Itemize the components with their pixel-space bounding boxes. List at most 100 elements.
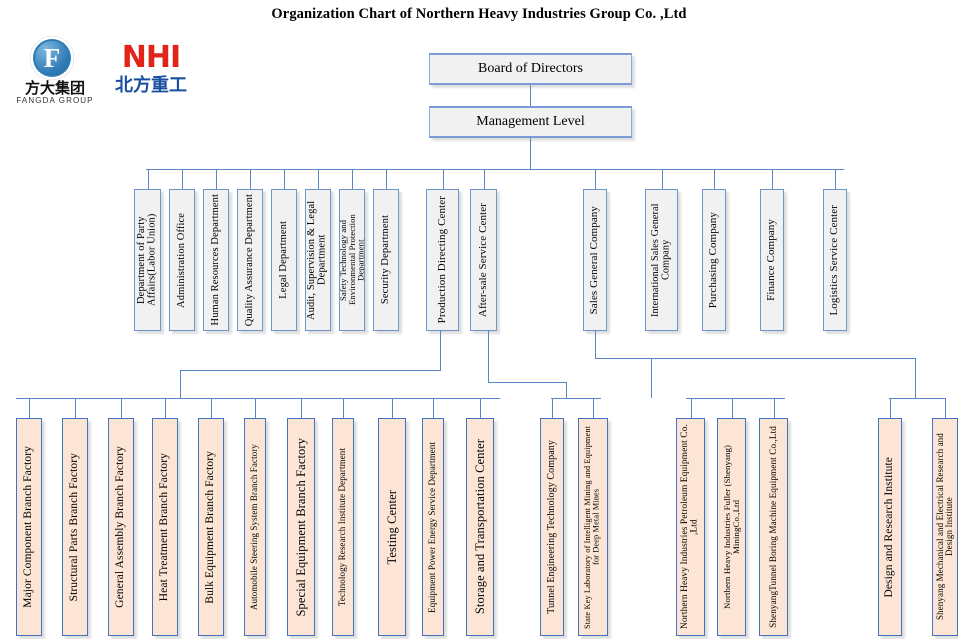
node-production-unit[interactable]: General Assembly Branch Factory [108,418,134,636]
fangda-mark-letter: F [43,43,61,73]
node-label: Tunnel Engineering Technology Company [545,440,557,614]
connector-management-stem [530,138,531,169]
node-label: Structural Parts Branch Factory [68,452,81,602]
node-business-unit[interactable]: Logistics Service Center [823,189,847,331]
connector-production-left [180,370,441,371]
node-label: Shenyang Mechanical and Electrical Resea… [934,433,954,621]
node-business-unit[interactable]: Purchasing Company [702,189,726,331]
connector-subsidiaries-left-bus [551,398,601,399]
fangda-english-name: FANGDA GROUP [16,96,94,105]
connector-stub [552,398,553,418]
nhi-chinese-name: 北方重工 [115,75,187,96]
node-label: Bulk Equipment Branch Factory [204,450,217,604]
connector-stub [835,169,836,189]
node-functional-department[interactable]: Production Directing Center [426,189,459,331]
fangda-circle-icon [30,36,74,80]
node-production-unit[interactable]: Special Equipment Branch Factory [287,418,315,636]
connector-stub [945,398,946,418]
node-subsidiary[interactable]: State Key Laboratory of Intelligent Mini… [578,418,608,636]
node-functional-department[interactable]: Security Department [373,189,399,331]
node-subsidiary[interactable]: Northern Heavy Industries Fuller (Shenya… [717,418,746,636]
node-research-institute[interactable]: Shenyang Mechanical and Electrical Resea… [932,418,958,636]
node-label: Security Department [379,215,391,305]
node-label: Testing Center [384,489,399,565]
connector-stub [147,169,149,189]
connector-stub [250,169,251,189]
node-label: Administration Office [175,212,187,308]
node-functional-department[interactable]: Department of Party Affairs(Labor Union) [134,189,161,331]
node-label: After-sale Service Center [476,202,489,318]
node-production-unit[interactable]: Heat Treatment Branch Factory [152,418,178,636]
connector-stub [593,398,594,418]
connector-stub [690,398,692,418]
node-functional-department[interactable]: Quality Assurance Department [237,189,263,331]
connector-stub [318,169,319,189]
connector-stub [165,398,166,418]
node-production-unit[interactable]: Storage and Transportation Center [466,418,494,636]
node-production-unit[interactable]: Testing Center [378,418,406,636]
connector-stub [433,398,434,418]
node-label: General Assembly Branch Factory [114,446,127,608]
node-label: Audit, Supervision & Legal Department [306,200,328,320]
connector-stub [773,398,775,418]
connector-subsidiaries-mid-bus [686,398,785,399]
node-label: Quality Assurance Department [243,193,255,327]
connector-sales-down [595,330,596,358]
node-label: ShenyangTunnel Boring Machine Equipment … [767,426,778,628]
connector-stub [714,169,715,189]
node-production-unit[interactable]: Technology Research Institute Department [332,418,354,636]
node-functional-department[interactable]: Human Resources Department [203,189,229,331]
node-subsidiary[interactable]: ShenyangTunnel Boring Machine Equipment … [759,418,788,636]
node-label: Northern Heavy Industries Fuller (Shenya… [721,444,741,610]
connector-stub [480,398,481,418]
node-management-level[interactable]: Management Level [429,106,632,138]
connector-stub [442,169,444,189]
node-label: Purchasing Company [707,211,720,309]
node-functional-department[interactable]: Safety Technology and Environmental Prot… [339,189,365,331]
node-production-unit[interactable]: Bulk Equipment Branch Factory [198,418,224,636]
node-label: International Sales General Company [650,203,672,317]
connector-production-drop [180,370,181,398]
connector-research-bus [889,398,945,399]
node-board-of-directors[interactable]: Board of Directors [429,53,632,85]
connector-board-to-management [530,85,531,106]
node-production-unit[interactable]: Equipment Power Energy Service Departmen… [422,418,444,636]
node-label: Sales General Company [588,205,601,315]
node-functional-department[interactable]: Legal Department [271,189,297,331]
connector-stub [211,398,212,418]
connector-stub [284,169,285,189]
node-production-unit[interactable]: Structural Parts Branch Factory [62,418,88,636]
connector-production-bus [16,398,500,399]
node-label: Equipment Power Energy Service Departmen… [427,441,438,613]
node-label: Legal Department [277,221,289,299]
node-subsidiary[interactable]: Tunnel Engineering Technology Company [540,418,564,636]
node-subsidiary[interactable]: Northern Heavy Industries Petroleum Equi… [676,418,705,636]
fangda-chinese-name: 方大集团 [24,79,85,97]
node-label: Technology Research Institute Department [337,447,348,607]
node-label: Heat Treatment Branch Factory [158,452,171,602]
connector-stub [595,169,596,189]
node-label: Major Component Branch Factory [22,446,35,608]
node-label: Human Resources Department [209,194,221,326]
node-production-unit[interactable]: Automobile Steering System Branch Factor… [244,418,266,636]
node-label: State Key Laboratory of Intelligent Mini… [583,425,601,629]
node-business-unit[interactable]: Sales General Company [583,189,607,331]
node-business-unit[interactable]: Finance Company [760,189,784,331]
node-label: Special Equipment Branch Factory [293,437,308,617]
node-label: Board of Directors [478,61,583,76]
node-label: Northern Heavy Industries Petroleum Equi… [679,424,700,630]
node-functional-department[interactable]: Administration Office [169,189,195,331]
node-production-unit[interactable]: Major Component Branch Factory [16,418,42,636]
connector-stub [29,398,30,418]
node-label: Safety Technology and Environmental Prot… [339,214,365,306]
connector-production-down [440,330,441,370]
node-business-unit[interactable]: International Sales General Company [645,189,678,331]
fangda-group-logo: F 方大集团 FANGDA GROUP [14,36,96,106]
node-research-institute[interactable]: Design and Research Institute [878,418,902,636]
node-label: Design and Research Institute [883,456,896,598]
node-functional-department[interactable]: After-sale Service Center [470,189,497,331]
node-functional-department[interactable]: Audit, Supervision & Legal Department [305,189,331,331]
connector-sales-right [595,358,915,359]
connector-stub [182,169,183,189]
